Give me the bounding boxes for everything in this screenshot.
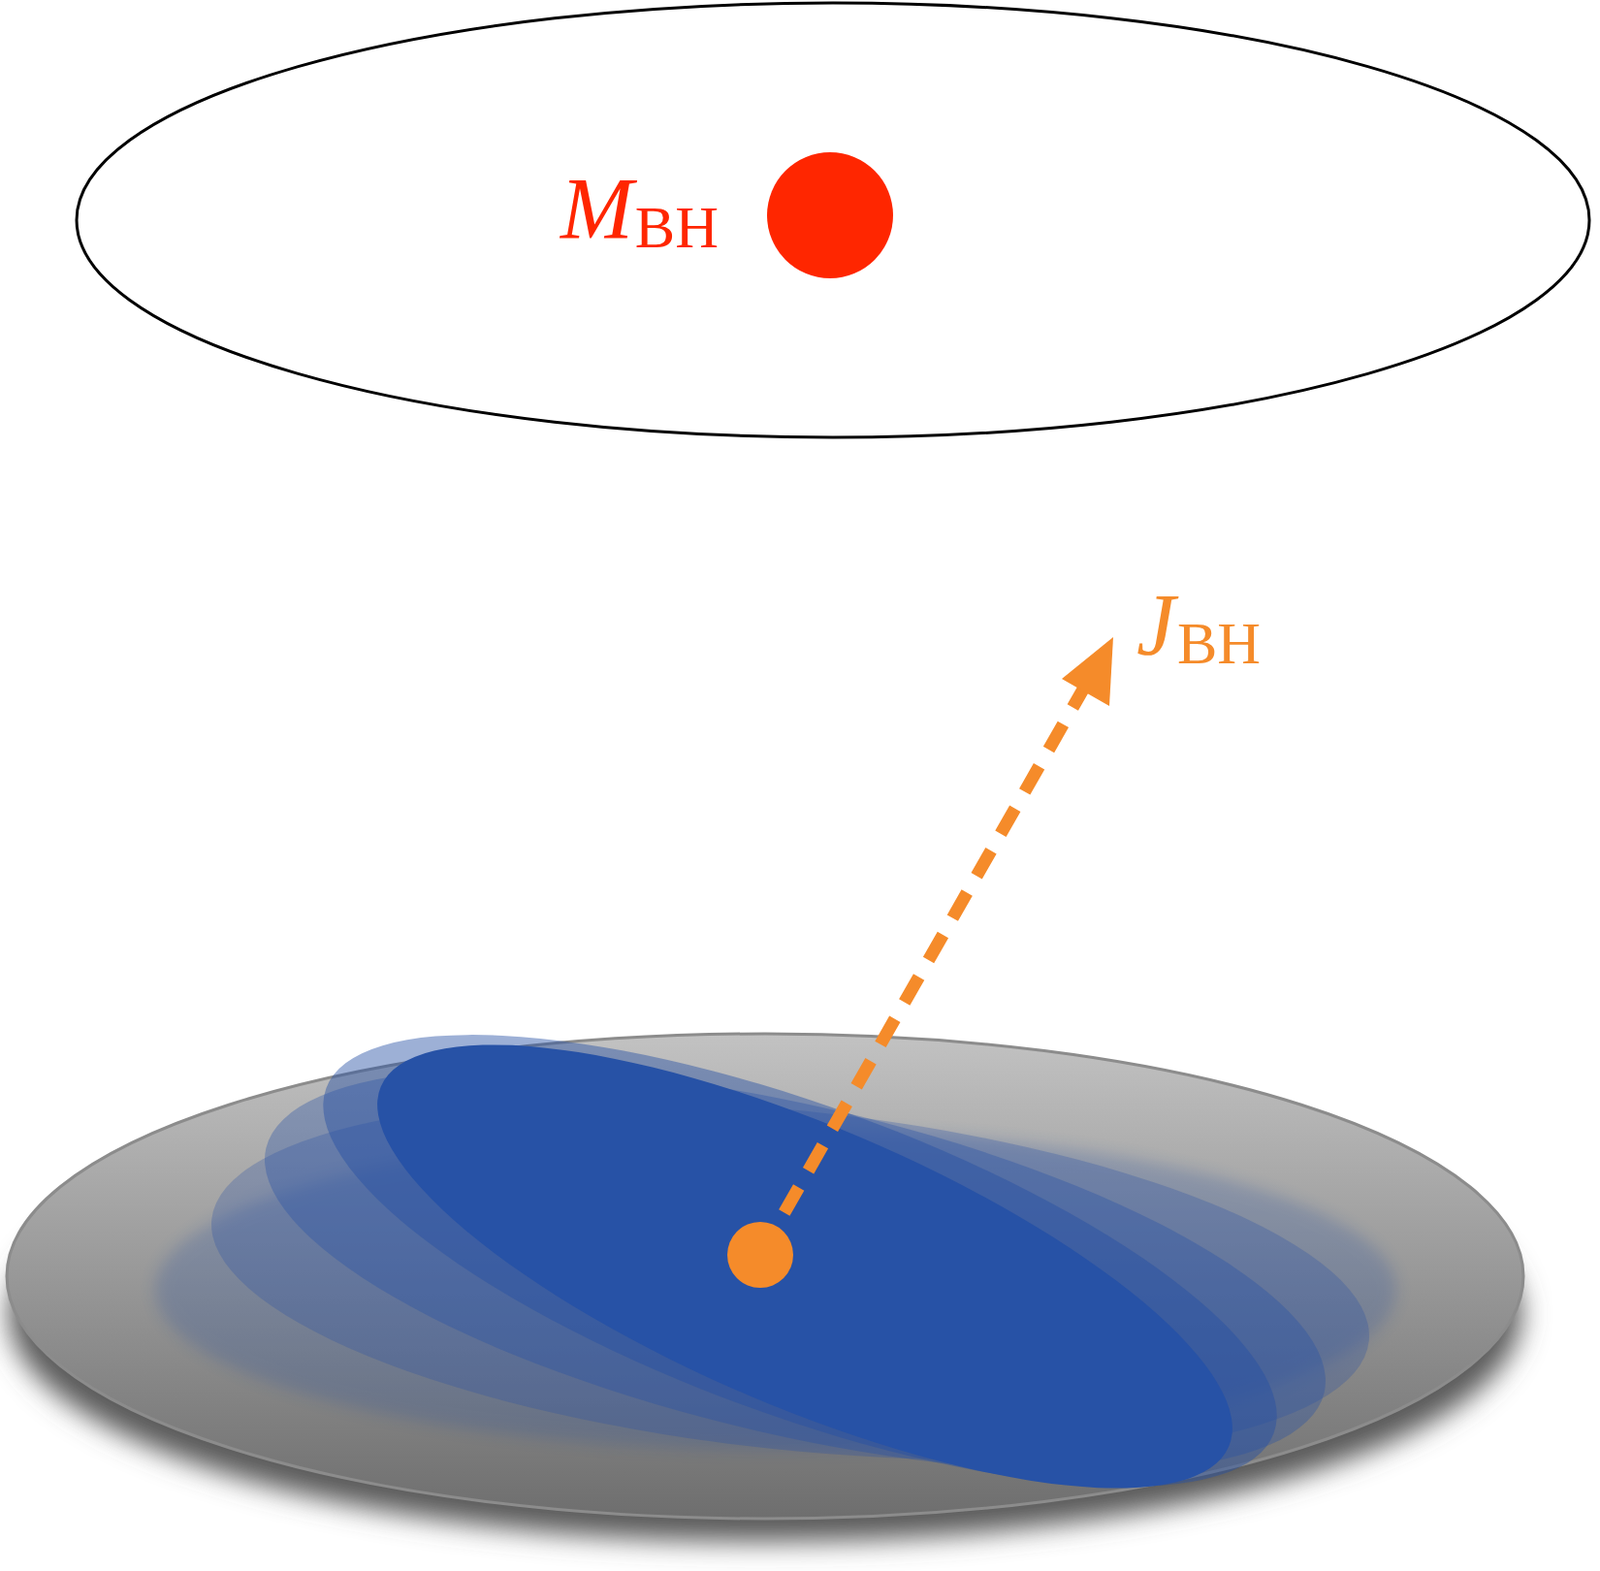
orbit-ellipse <box>76 2 1590 438</box>
arrowhead <box>1061 637 1114 706</box>
mass-subscript: BH <box>635 196 719 257</box>
spin-subscript: BH <box>1177 612 1261 673</box>
black-hole-dot <box>767 152 894 279</box>
precessing-disks <box>155 942 1397 1571</box>
spin-origin-dot <box>727 1221 794 1288</box>
spin-arrow <box>760 680 1088 1255</box>
orbit-region: MBH <box>76 2 1590 438</box>
spin-symbol: J <box>1136 581 1176 670</box>
mass-symbol: M <box>560 165 634 254</box>
